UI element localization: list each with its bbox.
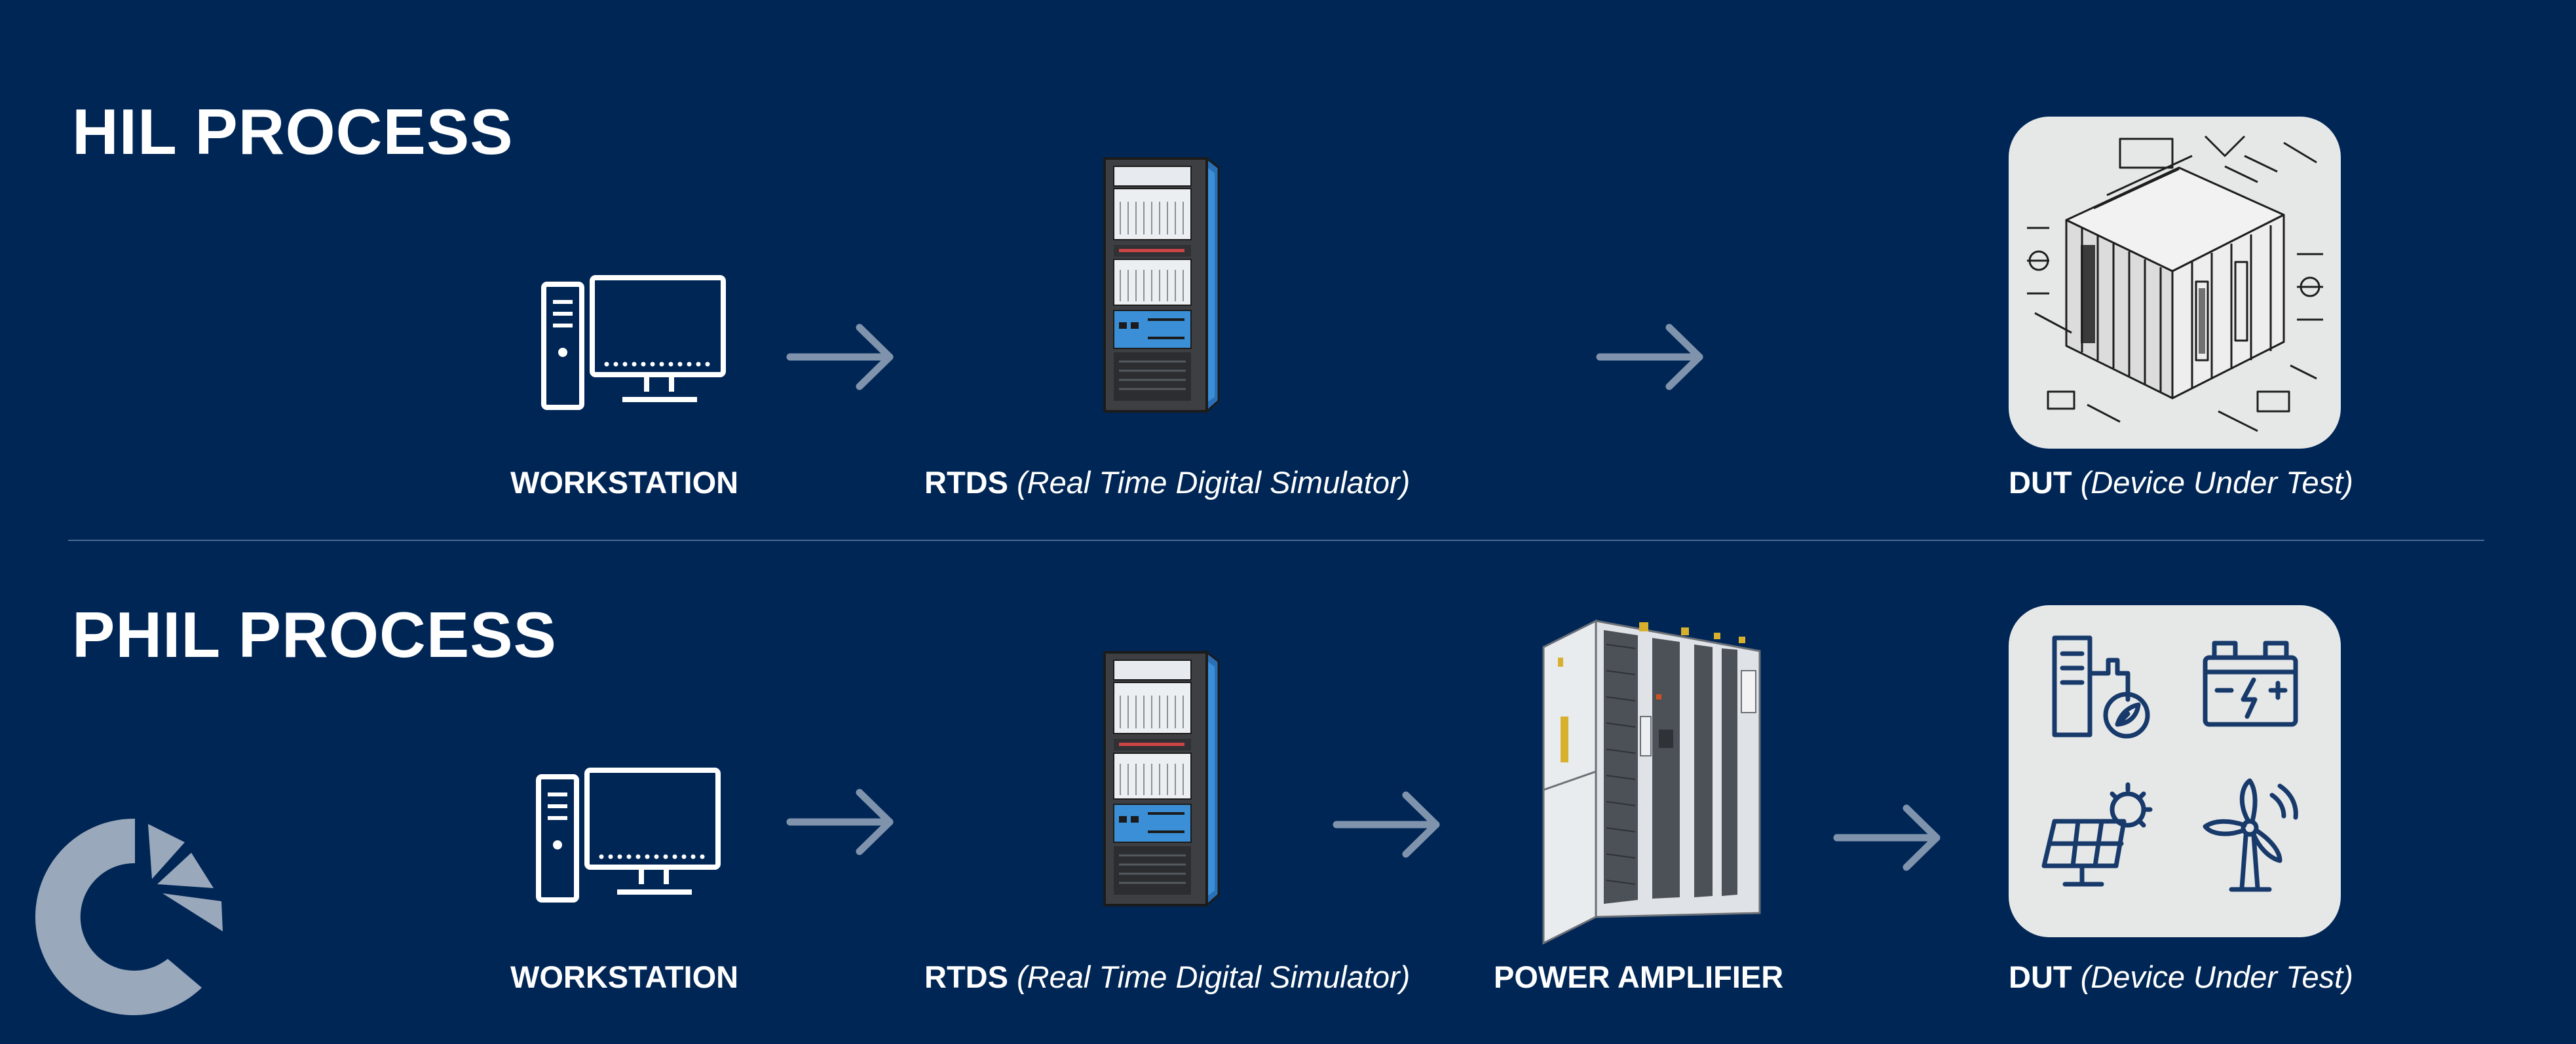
wind-turbine-icon [2203, 778, 2298, 892]
section-divider [68, 540, 2484, 541]
arrow-right-icon [1833, 804, 1943, 871]
hil-dut-card [2009, 117, 2341, 449]
phil-amplifier-text: POWER AMPLIFIER [1494, 960, 1784, 994]
phil-rtds-bold: RTDS [924, 960, 1008, 994]
battery-storage-leaf-icon [2052, 635, 2150, 739]
phil-workstation-text: WORKSTATION [510, 960, 739, 994]
phil-dut-bold: DUT [2009, 960, 2072, 994]
hil-rtds-italic: (Real Time Digital Simulator) [1017, 465, 1411, 500]
phil-rtds-label: RTDS (Real Time Digital Simulator) [924, 961, 1410, 992]
isometric-device-icon [2027, 135, 2323, 432]
hil-workstation-text: WORKSTATION [510, 465, 739, 500]
hil-workstation-label: WORKSTATION [510, 467, 738, 498]
phil-rtds-rack-icon [1102, 647, 1220, 908]
phil-dut-italic: (Device Under Test) [2080, 960, 2353, 994]
phil-amplifier-label: POWER AMPLIFIER [1494, 961, 1783, 992]
arrow-right-icon [1596, 324, 1706, 390]
arrow-right-icon [1333, 791, 1443, 858]
phil-workstation-label: WORKSTATION [510, 961, 738, 992]
hil-rtds-rack-icon [1102, 153, 1220, 414]
hil-dut-label: DUT (Device Under Test) [2009, 467, 2353, 498]
company-logo-icon [35, 816, 233, 1015]
hil-title: HIL PROCESS [72, 96, 514, 168]
arrow-right-icon [786, 789, 896, 855]
hil-rtds-bold: RTDS [924, 465, 1008, 500]
phil-dut-card [2009, 605, 2341, 937]
power-cabinet-icon [1541, 618, 1761, 945]
phil-title: PHIL PROCESS [72, 599, 557, 671]
phil-workstation-icon [536, 768, 722, 903]
hil-workstation-icon [541, 275, 727, 410]
hil-rtds-label: RTDS (Real Time Digital Simulator) [924, 467, 1410, 498]
hil-dut-bold: DUT [2009, 465, 2072, 500]
arrow-right-icon [786, 324, 896, 390]
phil-dut-label: DUT (Device Under Test) [2009, 961, 2353, 992]
car-battery-icon [2203, 641, 2298, 727]
phil-rtds-italic: (Real Time Digital Simulator) [1017, 960, 1411, 994]
hil-dut-italic: (Device Under Test) [2080, 465, 2353, 500]
solar-panel-icon [2041, 782, 2153, 887]
